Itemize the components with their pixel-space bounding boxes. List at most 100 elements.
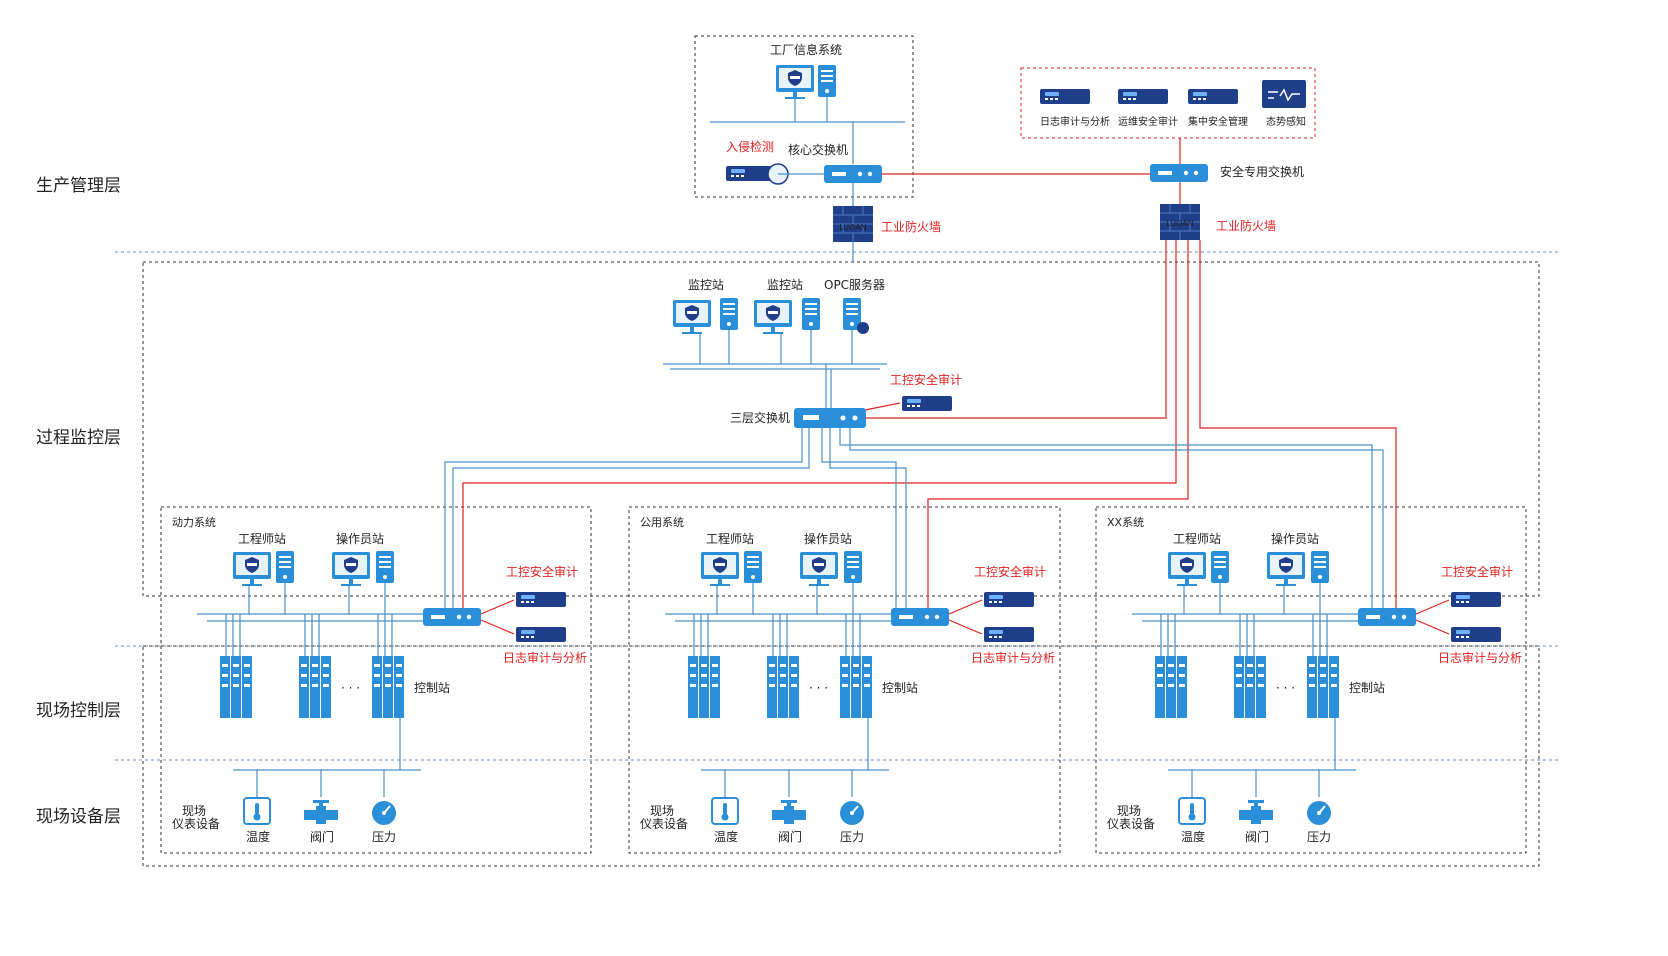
control-station-label: 控制站	[414, 681, 450, 695]
subsystem-audit-device-icon	[984, 592, 1034, 607]
subsystem-log-device-icon	[1451, 627, 1501, 642]
operator-server-icon	[1311, 551, 1329, 583]
control-cabinet-icon	[1307, 656, 1339, 718]
subsystem-audit-label: 工控安全审计	[506, 564, 578, 579]
log-audit-device-icon	[1040, 89, 1090, 104]
subsystem-box-1	[160, 506, 592, 854]
security-device-label: 日志审计与分析	[1040, 115, 1110, 128]
firewall-label-top: 工业防火墙	[881, 219, 941, 234]
firewall-label-right: 工业防火墙	[1216, 218, 1276, 233]
control-cabinet-icon	[299, 656, 331, 718]
ellipsis: · · ·	[341, 681, 360, 695]
valve-label: 阀门	[778, 829, 802, 844]
subsystem-box-3	[1095, 506, 1527, 854]
monitor-server-icon	[720, 298, 738, 330]
security-device-label: 运维安全审计	[1118, 115, 1178, 128]
thermometer-icon	[711, 797, 739, 825]
subsystem-log-label: 日志审计与分析	[971, 650, 1055, 665]
subsystem-audit-device-icon	[516, 592, 566, 607]
svg-text:LUOAN: LUOAN	[839, 223, 867, 232]
field-instrument-label: 现场	[182, 804, 206, 818]
l3-switch-icon	[794, 408, 866, 428]
control-cabinet-icon	[840, 656, 872, 718]
subsystem-audit-label: 工控安全审计	[974, 564, 1046, 579]
operator-workstation-icon	[800, 552, 838, 586]
thermometer-icon	[1178, 797, 1206, 825]
field-instrument-label: 现场	[1117, 804, 1141, 818]
subsystem-title: 动力系统	[172, 516, 216, 529]
ellipsis: · · ·	[809, 681, 828, 695]
security-center-box	[1020, 67, 1316, 139]
subsystem-title: 公用系统	[640, 516, 684, 529]
ellipsis: · · ·	[1276, 681, 1295, 695]
field-instrument-label: 仪表设备	[640, 817, 688, 831]
control-cabinet-icon	[1234, 656, 1266, 718]
thermometer-icon	[243, 797, 271, 825]
field-instrument-label: 仪表设备	[172, 817, 220, 831]
subsystem-log-label: 日志审计与分析	[1438, 650, 1522, 665]
operator-server-icon	[844, 551, 862, 583]
operator-workstation-icon	[332, 552, 370, 586]
pressure-label: 压力	[840, 830, 864, 844]
layer-label-process: 过程监控层	[36, 428, 121, 448]
subsystem-box-2	[628, 506, 1061, 854]
control-cabinet-icon	[688, 656, 720, 718]
subsystem-log-device-icon	[984, 627, 1034, 642]
layer-label-field-device: 现场设备层	[36, 807, 121, 827]
control-cabinet-icon	[1155, 656, 1187, 718]
temperature-label: 温度	[246, 829, 270, 844]
subsystem-log-label: 日志审计与分析	[503, 650, 587, 665]
monitor-workstation-icon	[754, 300, 792, 334]
subsystem-2: 公用系统工程师站操作员站工控安全审计日志审计与分析· · ·控制站现场仪表设备温…	[640, 516, 1055, 844]
pressure-gauge-icon	[1306, 800, 1332, 826]
engineer-server-icon	[276, 551, 294, 583]
svg-text:LUOAN: LUOAN	[1166, 219, 1194, 228]
pressure-label: 压力	[1307, 830, 1331, 844]
subsystem-switch-icon	[1358, 608, 1416, 626]
valve-icon	[772, 800, 806, 824]
security-device-label: 态势感知	[1266, 115, 1306, 128]
situation-awareness-icon	[1262, 80, 1306, 108]
core-switch-label: 核心交换机	[788, 142, 848, 157]
engineer-workstation-icon	[233, 552, 271, 586]
engineer-server-icon	[1211, 551, 1229, 583]
process-monitor-box	[142, 261, 1540, 597]
temperature-label: 温度	[1181, 829, 1205, 844]
monitor-workstation-icon	[673, 300, 711, 334]
subsystem-audit-label: 工控安全审计	[1441, 564, 1513, 579]
factory-info-title: 工厂信息系统	[770, 42, 842, 57]
subsystem-1: 动力系统工程师站操作员站工控安全审计日志审计与分析· · ·控制站现场仪表设备温…	[172, 516, 587, 844]
control-cabinet-icon	[767, 656, 799, 718]
subsystem-3: XX系统工程师站操作员站工控安全审计日志审计与分析· · ·控制站现场仪表设备温…	[1107, 516, 1522, 844]
central-mgmt-device-icon	[1188, 89, 1238, 104]
control-cabinet-icon	[220, 656, 252, 718]
engineer-server-icon	[744, 551, 762, 583]
factory-server-icon	[818, 65, 836, 97]
monitor-audit-device-icon	[902, 396, 952, 411]
operator-server-icon	[376, 551, 394, 583]
field-box	[142, 645, 1540, 867]
opc-server-label: OPC服务器	[824, 277, 885, 292]
control-station-label: 控制站	[1349, 681, 1385, 695]
factory-workstation-icon	[776, 65, 814, 99]
pressure-gauge-icon	[371, 800, 397, 826]
l3-switch-label: 三层交换机	[730, 410, 790, 425]
security-switch-icon	[1150, 164, 1208, 182]
factory-info-box	[694, 35, 914, 198]
control-cabinet-icon	[372, 656, 404, 718]
monitor-station-label: 监控站	[767, 278, 803, 292]
monitor-server-icon	[802, 298, 820, 330]
monitor-audit-label: 工控安全审计	[890, 372, 962, 387]
monitor-station-label: 监控站	[688, 278, 724, 292]
engineer-station-label: 工程师站	[706, 531, 754, 546]
security-switch-label: 安全专用交换机	[1220, 164, 1304, 179]
subsystem-switch-icon	[891, 608, 949, 626]
control-station-label: 控制站	[882, 681, 918, 695]
layer-label-field-control: 现场控制层	[36, 701, 121, 721]
engineer-station-label: 工程师站	[238, 531, 286, 546]
temperature-label: 温度	[714, 829, 738, 844]
engineer-station-label: 工程师站	[1173, 531, 1221, 546]
subsystem-title: XX系统	[1107, 516, 1144, 529]
